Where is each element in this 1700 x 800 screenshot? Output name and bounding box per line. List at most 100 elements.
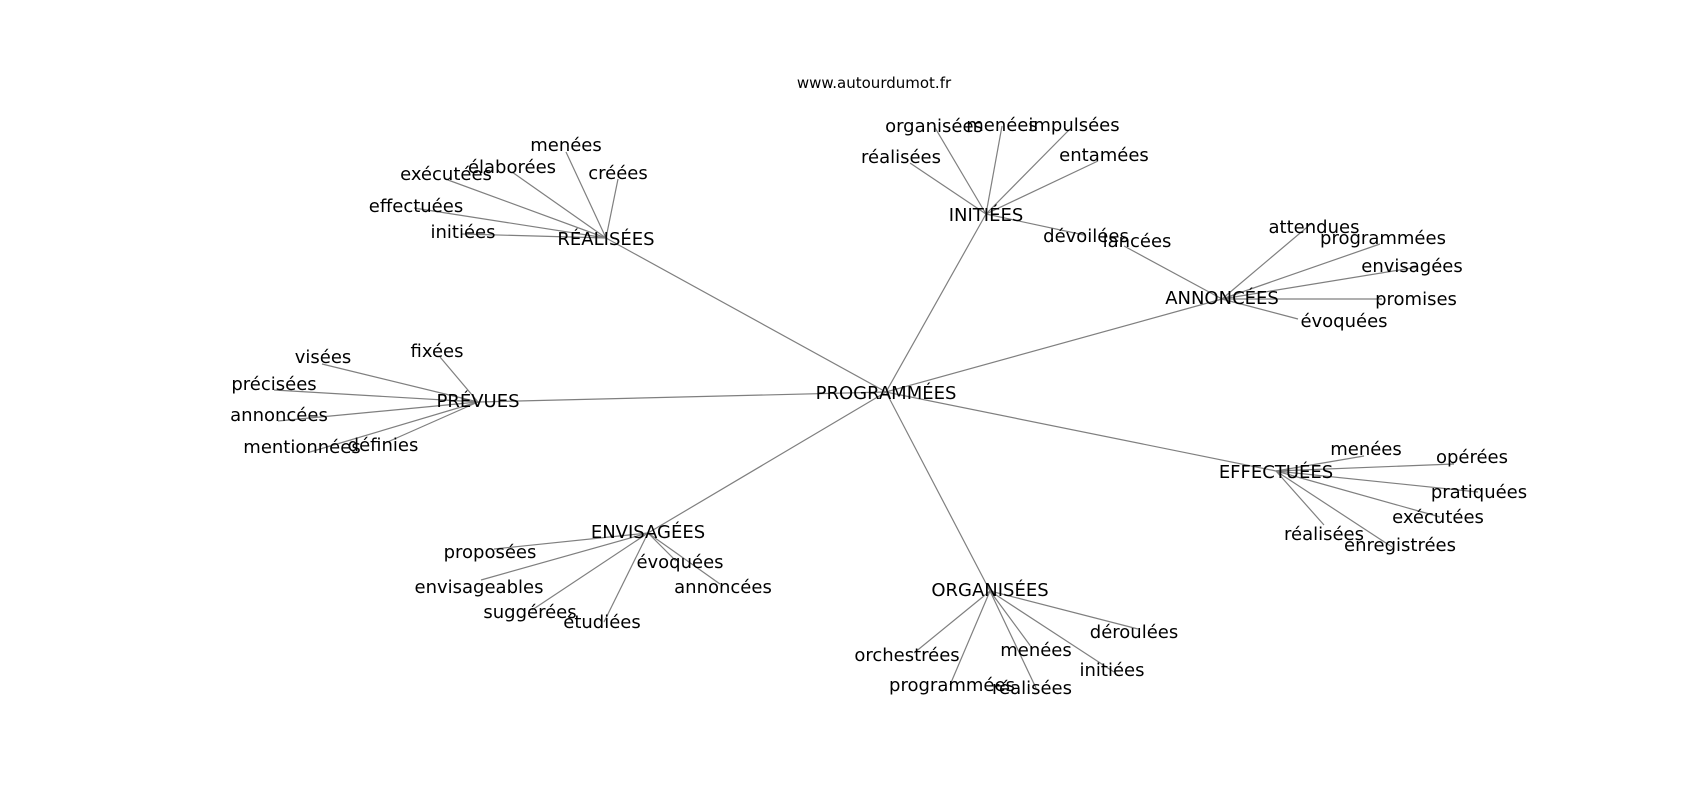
- node-hub-annoncees: ANNONCÉES: [1165, 287, 1279, 309]
- edge-organisees-leaf-1: [913, 590, 991, 654]
- edge-prevues-leaf-1: [321, 363, 479, 403]
- edge-annoncees-leaf-1: [1221, 222, 1313, 300]
- edge-root-organisees: [885, 391, 991, 592]
- node-hub-realisees: RÉALISÉES: [557, 228, 654, 250]
- node-leaf: définies: [348, 435, 419, 456]
- edge-envisagees-leaf-3: [647, 532, 721, 585]
- edge-prevues-leaf-5: [382, 401, 479, 445]
- node-leaf: annoncées: [674, 577, 772, 598]
- node-leaf: envisagées: [1361, 256, 1463, 277]
- node-leaf: envisageables: [415, 577, 544, 598]
- edge-initiees-leaf-4: [985, 160, 1099, 215]
- edge-initiees-leaf-5: [985, 213, 1085, 236]
- node-leaf: programmées: [889, 675, 1015, 696]
- edge-envisagees-leaf-0: [493, 532, 649, 550]
- node-leaf: menées: [966, 115, 1038, 136]
- node-leaf: annoncées: [230, 405, 328, 426]
- edge-realisees-leaf-5: [461, 233, 607, 239]
- edge-root-annoncees: [885, 298, 1223, 393]
- edge-envisagees-leaf-4: [531, 532, 649, 611]
- node-leaf: évoquées: [1300, 311, 1387, 332]
- edge-realisees-leaf-2: [605, 178, 619, 239]
- node-leaf: organisées: [885, 116, 983, 137]
- edge-effectuees-leaf-5: [1275, 470, 1393, 548]
- node-root: PROGRAMMÉES: [816, 382, 957, 404]
- edge-root-initiees: [885, 213, 987, 393]
- edge-initiees-leaf-0: [933, 125, 987, 215]
- node-leaf: pratiquées: [1431, 482, 1527, 503]
- edges: [273, 125, 1479, 689]
- node-leaf: impulsées: [1028, 115, 1119, 136]
- node-leaf: mentionnées: [243, 437, 360, 458]
- node-leaf: proposées: [444, 542, 537, 563]
- node-leaf: visées: [295, 347, 352, 368]
- edge-prevues-leaf-2: [273, 389, 479, 403]
- node-leaf: suggérées: [483, 602, 576, 623]
- edge-prevues-leaf-4: [309, 401, 479, 453]
- edge-effectuees-leaf-1: [1275, 463, 1455, 472]
- node-leaf: évoquées: [636, 552, 723, 573]
- edge-effectuees-leaf-0: [1275, 455, 1365, 472]
- edge-annoncees-leaf-3: [1221, 266, 1419, 300]
- edge-envisagees-leaf-2: [480, 532, 649, 581]
- edge-prevues-leaf-3: [277, 401, 479, 422]
- node-leaf: menées: [1000, 640, 1072, 661]
- edge-root-envisagees: [647, 391, 887, 534]
- node-leaf: opérées: [1436, 447, 1508, 468]
- edge-annoncees-leaf-2: [1221, 243, 1381, 300]
- watermark: www.autourdumot.fr: [797, 74, 952, 92]
- edge-initiees-leaf-3: [909, 162, 987, 215]
- node-leaf: effectuées: [369, 196, 463, 217]
- node-leaf: réalisées: [1284, 524, 1364, 545]
- node-hub-organisees: ORGANISÉES: [931, 579, 1048, 601]
- edge-organisees-leaf-5: [989, 590, 1037, 689]
- node-leaf: menées: [1330, 439, 1402, 460]
- edge-realisees-leaf-1: [511, 171, 607, 239]
- edge-effectuees-leaf-4: [1275, 470, 1325, 526]
- node-leaf: exécutées: [400, 164, 492, 185]
- edge-root-prevues: [477, 391, 887, 403]
- node-leaf: initiées: [1080, 660, 1145, 681]
- node-leaf: orchestrées: [854, 645, 959, 666]
- node-leaf: exécutées: [1392, 507, 1484, 528]
- edge-organisees-leaf-3: [989, 590, 1115, 673]
- node-leaf: déroulées: [1090, 622, 1178, 643]
- edge-envisagees-leaf-1: [647, 532, 677, 562]
- edge-annoncees-leaf-0: [1123, 245, 1223, 300]
- edge-annoncees-leaf-5: [1221, 298, 1299, 320]
- node-leaf: attendues: [1269, 217, 1360, 238]
- edge-effectuees-leaf-3: [1275, 470, 1441, 518]
- node-leaf: promises: [1375, 289, 1457, 310]
- edge-envisagees-leaf-5: [603, 532, 649, 623]
- node-leaf: précisées: [231, 374, 316, 395]
- node-leaf: lancées: [1103, 231, 1172, 252]
- edge-initiees-leaf-1: [985, 125, 1003, 215]
- node-hub-initiees: INITIÉES: [949, 204, 1024, 226]
- edge-realisees-leaf-0: [565, 151, 607, 239]
- node-leaf: réalisées: [861, 147, 941, 168]
- node-leaf: initiées: [431, 222, 496, 243]
- node-leaf: créées: [588, 163, 648, 184]
- edge-prevues-leaf-0: [439, 356, 479, 403]
- node-hub-effectuees: EFFECTUÉES: [1219, 461, 1333, 483]
- edge-root-effectuees: [885, 391, 1277, 472]
- node-leaf: élaborées: [468, 157, 556, 178]
- node-leaf: réalisées: [992, 678, 1072, 699]
- node-hub-envisagees: ENVISAGÉES: [591, 521, 705, 543]
- edge-realisees-leaf-4: [413, 207, 607, 239]
- node-leaf: fixées: [411, 341, 464, 362]
- edge-organisees-leaf-0: [989, 590, 1139, 630]
- node-leaf: menées: [530, 135, 602, 156]
- edge-effectuees-leaf-2: [1275, 470, 1479, 493]
- node-leaf: programmées: [1320, 228, 1446, 249]
- node-leaf: enregistrées: [1344, 535, 1456, 556]
- edge-organisees-leaf-2: [989, 590, 1033, 649]
- edge-root-realisees: [605, 237, 887, 393]
- edge-organisees-leaf-4: [949, 590, 991, 686]
- node-leaf: dévoilées: [1043, 226, 1129, 247]
- node-leaf: étudiées: [563, 612, 641, 633]
- node-hub-prevues: PRÉVUES: [436, 390, 519, 412]
- edge-initiees-leaf-2: [985, 130, 1069, 215]
